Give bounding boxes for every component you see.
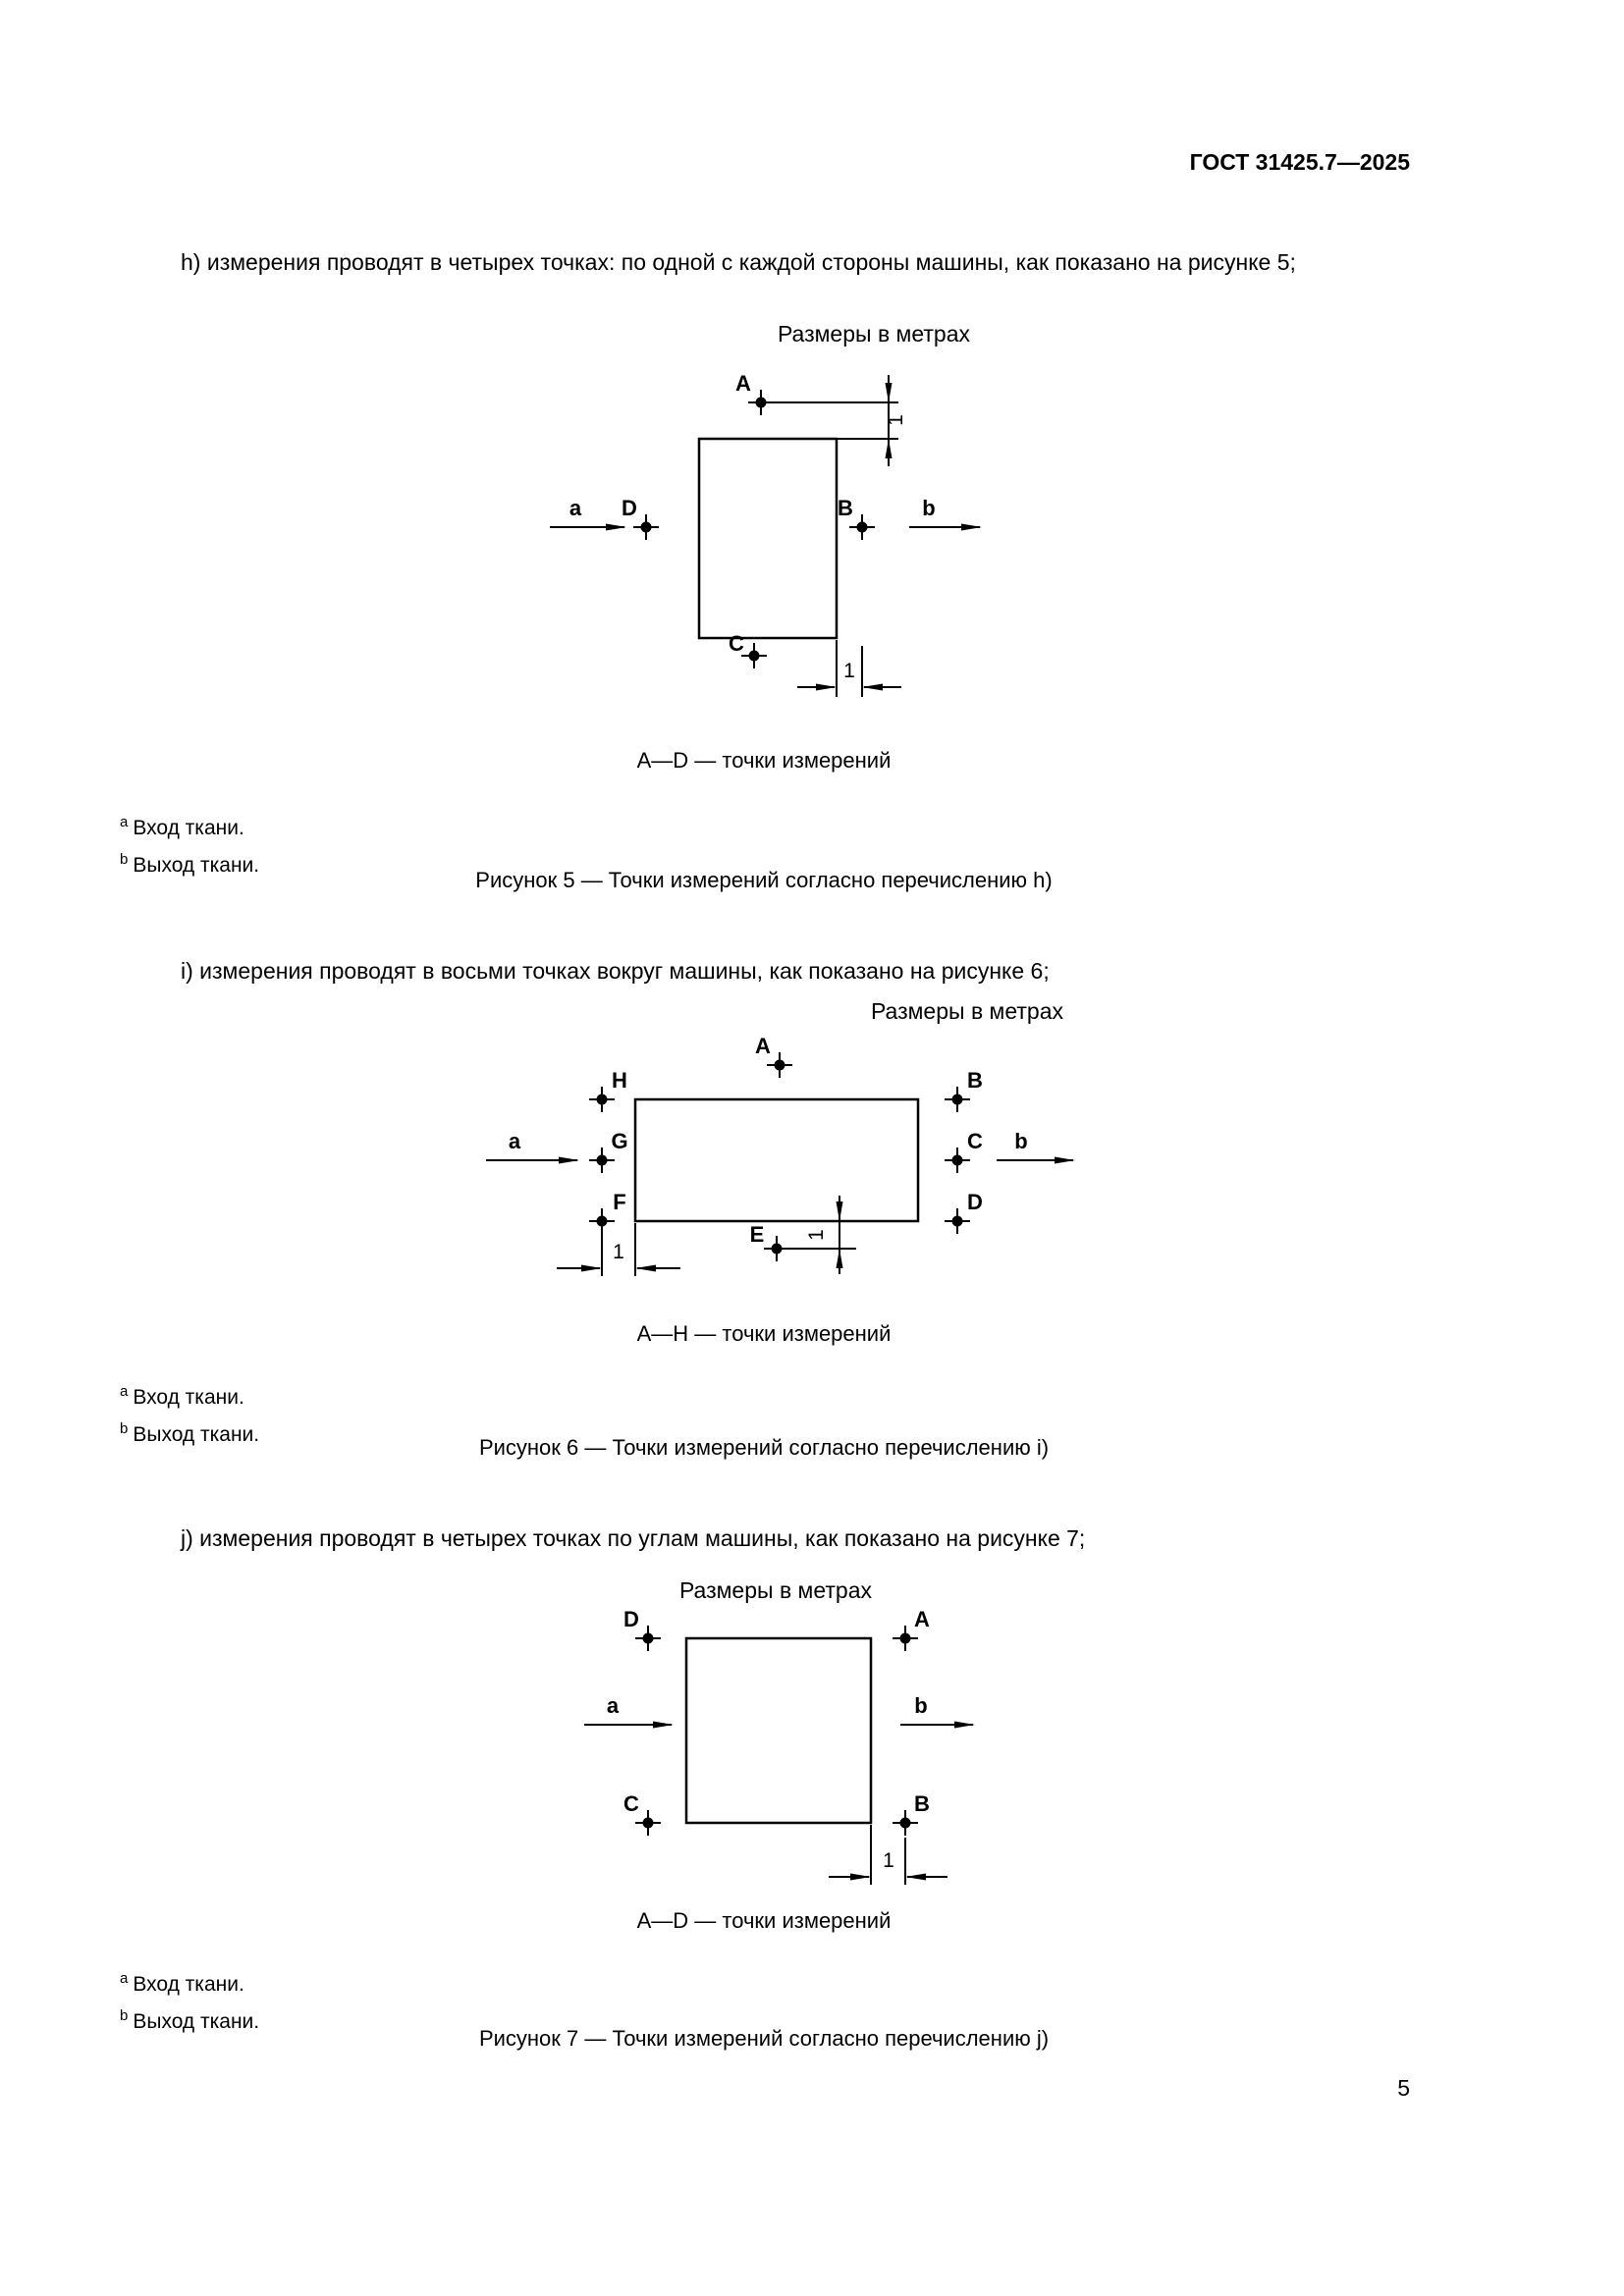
point-label-a: A (755, 1034, 771, 1058)
measure-point-c: C (729, 631, 768, 669)
dimension-bottom-center: 1 (789, 1196, 856, 1274)
measure-point-e: E (750, 1222, 790, 1262)
fabric-out-label: b (914, 1693, 927, 1718)
footnote-b-text: Выход ткани. (133, 2010, 260, 2033)
footnote-a-text: Вход ткани. (133, 817, 244, 839)
point-label-c: C (623, 1791, 639, 1816)
footnote-b-marker: b (120, 851, 129, 868)
figure-7-title: Рисунок 7 — Точки измерений согласно пер… (478, 2026, 1050, 2051)
dim-value-bottom-left: 1 (613, 1241, 624, 1263)
fabric-out-label: b (922, 496, 935, 520)
point-label-h: H (612, 1068, 627, 1093)
dimension-bottom: 1 (829, 1825, 947, 1885)
figure-6-diagram: Размеры в метрах A H G F a (471, 989, 1100, 1290)
figure-7-legend: A—D — точки измерений (636, 1908, 892, 1933)
point-label-a: A (735, 371, 751, 396)
measure-point-b: B (892, 1791, 930, 1837)
fabric-out-arrow: b (909, 496, 982, 531)
point-label-b: B (914, 1791, 930, 1816)
dimension-bottom: 1 (797, 640, 901, 697)
page-number: 5 (1397, 2075, 1410, 2101)
measure-point-d: D (944, 1190, 983, 1235)
machine-outline (633, 1097, 920, 1223)
paragraph-item-j: j) измерения проводят в четырех точках п… (181, 1525, 1086, 1551)
fabric-in-label: a (569, 496, 582, 520)
paragraph-item-h: h) измерения проводят в четырех точках: … (181, 249, 1296, 275)
point-label-a: A (914, 1607, 930, 1631)
figure-6-legend: A—H — точки измерений (636, 1321, 892, 1346)
footnote-b-marker: b (120, 1420, 129, 1437)
measure-point-b: B (838, 496, 876, 541)
fabric-out-label: b (1014, 1129, 1027, 1153)
footnote-a-text: Вход ткани. (133, 1386, 244, 1409)
fabric-out-arrow: b (997, 1129, 1075, 1164)
measure-point-d: D (622, 496, 660, 541)
footnote-b-marker: b (120, 2007, 129, 2024)
measure-point-d: D (623, 1607, 662, 1652)
footnote-b-text: Выход ткани. (133, 854, 260, 877)
measure-point-f: F (588, 1190, 626, 1235)
machine-outline (684, 1636, 873, 1825)
point-label-d: D (967, 1190, 983, 1214)
point-label-f: F (613, 1190, 625, 1214)
measure-point-h: H (588, 1068, 627, 1113)
point-label-g: G (611, 1129, 627, 1153)
dim-value-top: 1 (885, 414, 907, 426)
figure-7-diagram: Размеры в метрах D A a b C (545, 1569, 1006, 1903)
measure-point-a: A (735, 371, 775, 416)
dim-value-bottom-center: 1 (805, 1229, 828, 1241)
dimension-units-note: Размеры в метрах (871, 998, 1064, 1024)
dimension-top: 1 (761, 375, 907, 466)
dim-value-bottom: 1 (883, 1849, 894, 1872)
measure-point-c: C (623, 1791, 662, 1837)
figure-5-title: Рисунок 5 — Точки измерений согласно пер… (475, 868, 1053, 892)
measure-point-a: A (892, 1607, 930, 1652)
machine-outline (697, 437, 839, 640)
fabric-out-arrow: b (900, 1693, 975, 1729)
fabric-in-arrow: a (550, 496, 626, 531)
figure-6-title: Рисунок 6 — Точки измерений согласно пер… (478, 1435, 1050, 1460)
measure-point-a: A (755, 1034, 793, 1079)
footnote-a-text: Вход ткани. (133, 1973, 244, 1996)
footnote-a-marker: a (120, 814, 129, 830)
point-label-e: E (750, 1222, 765, 1247)
point-label-b: B (967, 1068, 983, 1093)
dim-value-bottom: 1 (843, 660, 855, 682)
point-label-b: B (838, 496, 853, 520)
measure-point-c: C (944, 1129, 983, 1174)
figure-5-diagram: Размеры в метрах A 1 D a (540, 312, 1011, 725)
paragraph-item-i: i) измерения проводят в восьми точках во… (181, 958, 1050, 984)
dimension-bottom-left: 1 (557, 1223, 680, 1276)
measure-point-g: G (588, 1129, 628, 1174)
point-label-c: C (967, 1129, 983, 1153)
footnote-b-text: Выход ткани. (133, 1423, 260, 1446)
fabric-in-label: a (607, 1693, 620, 1718)
footnote-a-marker: a (120, 1383, 129, 1400)
dimension-units-note: Размеры в метрах (778, 321, 971, 347)
fabric-in-arrow: a (486, 1129, 579, 1164)
figure-5-legend: A—D — точки измерений (636, 748, 892, 773)
fabric-in-label: a (509, 1129, 521, 1153)
footnote-a-marker: a (120, 1970, 129, 1987)
fabric-in-arrow: a (584, 1693, 674, 1729)
measure-point-b: B (944, 1068, 983, 1113)
document-number: ГОСТ 31425.7—2025 (1189, 149, 1410, 175)
point-label-c: C (729, 631, 744, 656)
point-label-d: D (622, 496, 637, 520)
point-label-d: D (623, 1607, 639, 1631)
dimension-units-note: Размеры в метрах (679, 1577, 873, 1603)
